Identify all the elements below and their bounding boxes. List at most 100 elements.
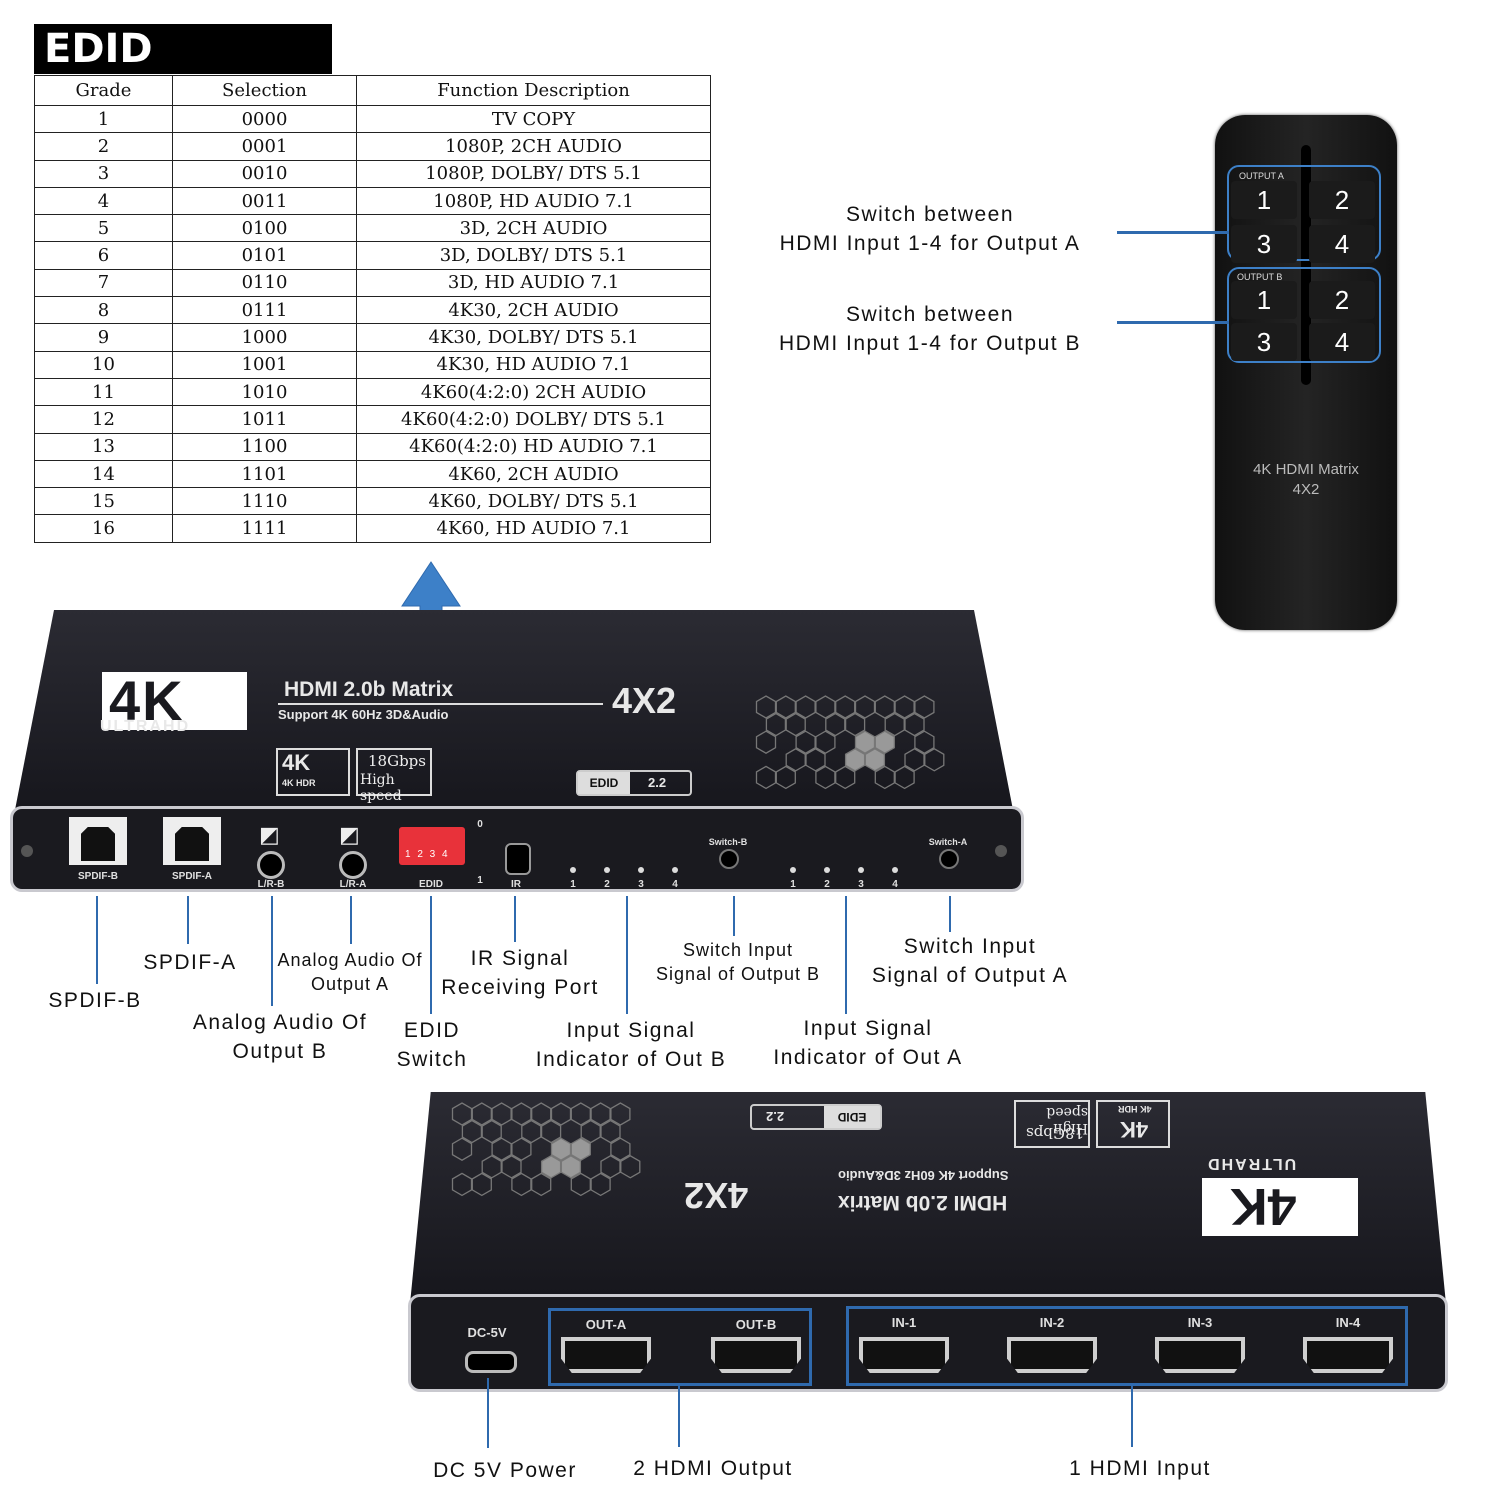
remote-b-key-1[interactable]: 1 xyxy=(1231,281,1297,319)
leader-edid xyxy=(430,896,432,1014)
remote-b-key-3[interactable]: 3 xyxy=(1231,323,1297,361)
edid-cell-selection: 1110 xyxy=(172,487,357,516)
edid-cell-grade: 8 xyxy=(34,296,173,325)
callout-edid: EDID Switch xyxy=(382,1016,482,1074)
screw-right-icon xyxy=(995,845,1007,857)
callout-analog-b-line2: Output B xyxy=(232,1040,328,1063)
remote-control: OUTPUT A 1 2 3 4 OUTPUT B 1 2 3 4 4K HDM… xyxy=(1215,115,1397,630)
remote-a-key-2[interactable]: 2 xyxy=(1309,181,1375,219)
remote-group-a-label: OUTPUT A xyxy=(1239,171,1284,181)
in-1-port xyxy=(859,1337,949,1373)
callout-power: DC 5V Power xyxy=(433,1459,577,1482)
remote-a-key-1[interactable]: 1 xyxy=(1231,181,1297,219)
in-3-port xyxy=(1155,1337,1245,1373)
callout-ind-a-line2: Indicator of Out A xyxy=(773,1046,963,1069)
edid-cell-selection: 0110 xyxy=(172,268,357,298)
callout-spdif-b: SPDIF-B xyxy=(48,989,142,1012)
edid-cell-selection: 1101 xyxy=(172,459,357,489)
badge-speed: 18Gbps High speed xyxy=(356,748,432,804)
device-subtitle: Support 4K 60Hz 3D&Audio xyxy=(278,707,449,722)
indicator-a-led-2 xyxy=(824,867,830,873)
callout-ir-line2: Receiving Port xyxy=(441,976,599,999)
callout-switch-b-line2: Signal of Output B xyxy=(655,964,821,984)
edid-cell-grade: 15 xyxy=(34,487,173,516)
edid-cell-function: 3D, HD AUDIO 7.1 xyxy=(356,268,711,298)
edid-cell-grade: 3 xyxy=(34,159,173,188)
callout-spdif-a: SPDIF-A xyxy=(143,951,237,974)
spdif-b-port-label: SPDIF-B xyxy=(78,871,118,882)
indicator-b-led-1 xyxy=(570,867,576,873)
remote-name: 4K HDMI Matrix 4X2 xyxy=(1215,460,1397,500)
output-group-box xyxy=(548,1308,812,1386)
remote-b-key-2[interactable]: 2 xyxy=(1309,281,1375,319)
callout-edid-line1: EDID xyxy=(403,1019,461,1042)
edid-cell-function: 1080P, HD AUDIO 7.1 xyxy=(356,186,711,216)
leader-ind-b xyxy=(626,896,628,1014)
device-subtitle-back: Support 4K 60Hz 3D&Audio xyxy=(838,1168,1009,1183)
indicator-a-led-4 xyxy=(892,867,898,873)
edid-cell-selection: 0001 xyxy=(172,132,357,161)
out-b-port xyxy=(711,1337,801,1373)
edid-dip-switch[interactable]: 1 2 3 4 xyxy=(399,827,465,865)
edid-cell-selection: 1011 xyxy=(172,405,357,434)
badge-speed-line2: High speed xyxy=(360,772,402,804)
callout-switch-b: Switch Input Signal of Output B xyxy=(630,938,846,986)
switch-a-button[interactable] xyxy=(939,849,959,869)
switch-b-button[interactable] xyxy=(719,849,739,869)
remote-leader-a xyxy=(1117,231,1229,234)
callout-ind-a: Input Signal Indicator of Out A xyxy=(752,1014,984,1072)
remote-a-key-3[interactable]: 3 xyxy=(1231,225,1297,263)
edid-cell-grade: 1 xyxy=(34,104,173,134)
callout-analog-a-line1: Analog Audio Of xyxy=(277,950,423,970)
callout-output: 2 HDMI Output xyxy=(633,1457,793,1480)
badge-4k-hdr-back: 4K HDR 4K xyxy=(1096,1100,1170,1148)
remote-b-key-4[interactable]: 4 xyxy=(1309,323,1375,361)
edid-cell-grade: 14 xyxy=(34,459,173,489)
lr-a-label: L/R-A xyxy=(339,879,367,890)
edid-cell-selection: 0100 xyxy=(172,214,357,243)
callout-switch-a: Switch Input Signal of Output A xyxy=(850,932,1090,990)
spdif-b-port xyxy=(69,817,127,865)
dc-label: DC-5V xyxy=(467,1325,507,1340)
in-2-label: IN-2 xyxy=(1039,1315,1065,1330)
edid-cell-selection: 0011 xyxy=(172,186,357,216)
remote-divider xyxy=(1301,145,1311,385)
edid-cell-selection: 1100 xyxy=(172,432,357,461)
edid-port-label: EDID xyxy=(419,879,443,890)
edid-cell-grade: 2 xyxy=(34,132,173,161)
ir-port-label: IR xyxy=(511,879,521,890)
out-a-label: OUT-A xyxy=(585,1317,627,1332)
logo-4k-back: 4K xyxy=(1230,1177,1297,1235)
edid-cell-grade: 4 xyxy=(34,186,173,216)
in-3-label: IN-3 xyxy=(1187,1315,1213,1330)
lr-b-jack xyxy=(257,851,285,879)
edid-cell-function: 4K60(4:2:0) HD AUDIO 7.1 xyxy=(356,432,711,461)
leader-switch-a xyxy=(949,896,951,932)
edid-cell-function: 4K30, HD AUDIO 7.1 xyxy=(356,350,711,379)
remote-a-key-4[interactable]: 4 xyxy=(1309,225,1375,263)
edid-cell-selection: 0101 xyxy=(172,241,357,270)
hexagon-pattern-back-icon xyxy=(451,1102,641,1197)
callout-ind-b-line2: Indicator of Out B xyxy=(535,1048,727,1071)
leader-output xyxy=(678,1383,680,1447)
device-front-panel: SPDIF-B SPDIF-A ◩ L/R-B ◩ L/R-A 1 2 3 4 … xyxy=(10,806,1024,892)
edid-cell-function: 4K30, DOLBY/ DTS 5.1 xyxy=(356,323,711,352)
edid-cell-function: 4K60, DOLBY/ DTS 5.1 xyxy=(356,487,711,516)
leader-analog-a xyxy=(350,896,352,944)
badge-hdr-back-text: 4K HDR xyxy=(1118,1104,1152,1114)
edid-cell-grade: 16 xyxy=(34,514,173,543)
leader-input xyxy=(1131,1383,1133,1447)
badge-edid-text: EDID xyxy=(578,772,630,794)
indicator-a-led-label: 3 xyxy=(858,879,864,890)
indicator-b-led-2 xyxy=(604,867,610,873)
indicator-a-led-label: 1 xyxy=(790,879,796,890)
edid-cell-selection: 1111 xyxy=(172,514,357,543)
edid-header-row: Grade Selection Function Description xyxy=(34,75,711,106)
